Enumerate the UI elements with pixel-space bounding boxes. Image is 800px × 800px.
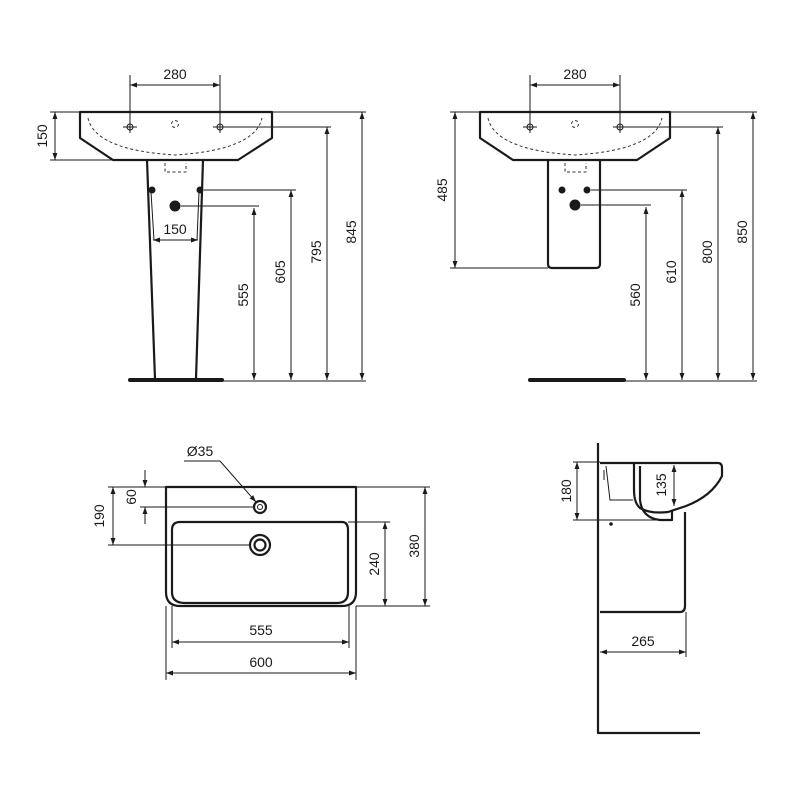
bowl-hidden-line xyxy=(487,117,663,156)
dim-waste-height: 555 xyxy=(235,283,251,307)
dim-tap-spacing: 280 xyxy=(563,66,587,82)
wall-line xyxy=(596,443,700,735)
dim-pedestal-projection: 265 xyxy=(631,633,655,649)
tap-hole-icon xyxy=(252,499,268,515)
waste-outlet-icon xyxy=(569,199,581,211)
fixing-hole-icon xyxy=(558,186,566,194)
dim-total-height: 850 xyxy=(734,220,750,244)
dim-supply-height: 610 xyxy=(663,260,679,284)
center-hole-icon xyxy=(171,120,179,128)
dim-basin-to-pedestal: 485 xyxy=(434,178,450,202)
dim-tap-height: 795 xyxy=(308,240,324,264)
fixing-hole-icon xyxy=(583,186,591,194)
basin-outline xyxy=(78,110,274,162)
fixing-point-icon xyxy=(609,522,613,526)
dim-tap-height: 800 xyxy=(699,240,715,264)
dim-waste-offset: 190 xyxy=(91,504,107,528)
dim-total-width: 600 xyxy=(249,654,273,670)
dim-bowl-width: 555 xyxy=(249,622,273,638)
fixing-hole-icon xyxy=(148,186,156,194)
basin-plan-outline xyxy=(164,485,358,608)
basin-outline xyxy=(478,110,672,162)
pedestal-outline xyxy=(145,159,205,380)
semi-pedestal-side-profile xyxy=(600,512,687,614)
dim-hole-spacing: 150 xyxy=(163,221,187,237)
dim-tap-hole-diameter: Ø35 xyxy=(187,443,214,459)
fixing-hole-icon xyxy=(196,186,204,194)
dim-waste-height: 560 xyxy=(627,283,643,307)
dim-basin-height: 150 xyxy=(34,124,50,148)
dim-side-basin-height: 180 xyxy=(558,479,574,503)
dim-side-bowl-depth: 135 xyxy=(653,473,669,497)
dim-supply-height: 605 xyxy=(272,260,288,284)
bowl-plan-outline xyxy=(170,520,350,605)
dim-total-height: 845 xyxy=(343,220,359,244)
side-view: 180 135 265 xyxy=(558,443,724,735)
plan-view: Ø35 60 190 240 380 555 600 xyxy=(91,443,430,680)
overflow-hidden-line xyxy=(164,163,187,173)
semi-pedestal-front-view: 280 485 560 610 800 850 xyxy=(434,66,757,382)
center-hole-icon xyxy=(571,120,579,128)
bowl-hidden-line xyxy=(87,117,263,156)
semi-pedestal-outline xyxy=(546,160,602,270)
waste-outlet-icon xyxy=(169,200,181,212)
waste-outlet-icon xyxy=(248,533,272,557)
pedestal-front-view: 280 150 150 555 605 795 845 xyxy=(34,66,366,382)
dim-tap-offset: 60 xyxy=(123,489,139,505)
basin-side-profile xyxy=(600,461,724,514)
dim-tap-spacing: 280 xyxy=(163,66,187,82)
dim-total-depth: 380 xyxy=(406,534,422,558)
dim-bowl-depth: 240 xyxy=(366,552,382,576)
